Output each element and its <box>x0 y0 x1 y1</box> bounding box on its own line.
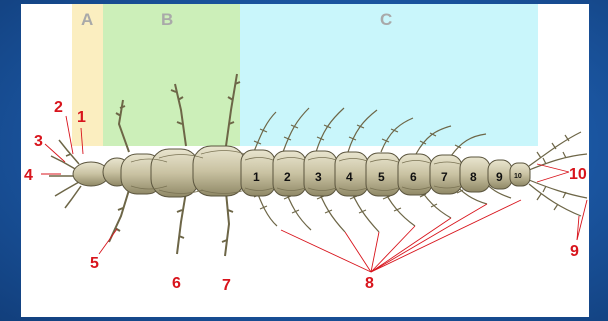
callout-6: 6 <box>172 275 181 292</box>
callout-10: 10 <box>569 166 587 183</box>
segment-label-7: 7 <box>441 170 448 184</box>
segment-label-4: 4 <box>346 170 353 184</box>
diagram-panel: A B C <box>21 4 589 317</box>
callout-5: 5 <box>90 255 99 272</box>
callout-9: 9 <box>570 243 579 260</box>
segment-label-9: 9 <box>496 170 503 184</box>
segment-label-6: 6 <box>410 170 417 184</box>
segment-label-3: 3 <box>315 170 322 184</box>
callout-1: 1 <box>77 109 86 126</box>
segment-label-1: 1 <box>253 170 260 184</box>
callout-8: 8 <box>365 275 374 292</box>
segment-label-2: 2 <box>284 170 291 184</box>
callouts: 1 2 3 4 5 6 7 8 9 10 <box>24 99 587 294</box>
segment-label-10: 10 <box>514 173 522 180</box>
callout-2: 2 <box>54 99 63 116</box>
larva-illustration: 1 2 3 4 5 6 7 8 9 10 <box>21 4 589 317</box>
segment-label-8: 8 <box>470 170 477 184</box>
callout-7: 7 <box>222 277 231 294</box>
callout-4: 4 <box>24 167 33 184</box>
segment-label-5: 5 <box>378 170 385 184</box>
callout-3: 3 <box>34 133 43 150</box>
